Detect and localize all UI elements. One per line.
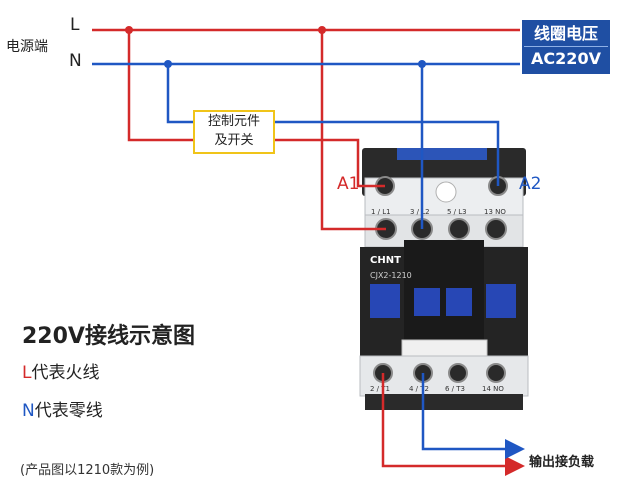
diagram-title: 220V接线示意图	[22, 324, 195, 349]
live-to-l1	[320, 30, 386, 231]
live-wires	[92, 28, 525, 476]
terminal-label-t3: 6 / T3	[445, 385, 465, 393]
terminal-label-14no: 14 NO	[482, 385, 504, 393]
legend-live-key: L	[22, 363, 32, 383]
terminal-label-l2: 3 / L2	[410, 208, 430, 216]
neutral-to-control	[166, 64, 193, 124]
contactor-brand: CHNT	[370, 255, 401, 266]
terminal-labels-bottom: 2 / T1 4 / T2 6 / T3 14 NO	[370, 385, 504, 393]
control-to-a2	[275, 120, 500, 186]
terminal-labels-top: 1 / L1 3 / L2 5 / L3 13 NO	[371, 208, 506, 216]
control-element-line1: 控制元件	[207, 114, 260, 129]
output-load-label: 输出接负载	[529, 455, 595, 470]
control-element-line2: 及开关	[214, 133, 254, 148]
legend-neutral: N代表零线	[22, 396, 103, 421]
coil-voltage-title: 线圈电压	[533, 24, 598, 43]
legend-neutral-text: 代表零线	[34, 401, 103, 421]
coil-voltage-box: 线圈电压 AC220V	[522, 20, 610, 74]
live-to-control	[127, 30, 193, 142]
terminal-label-t2: 4 / T2	[409, 385, 429, 393]
terminal-label-13no: 13 NO	[484, 208, 506, 216]
neutral-line-label: N	[69, 51, 82, 71]
legend-neutral-key: N	[22, 401, 35, 421]
legend-live: L代表火线	[22, 358, 99, 383]
t2-to-output	[421, 373, 525, 459]
control-element-box: 控制元件 及开关	[193, 110, 275, 154]
contactor-model: CJX2-1210	[370, 271, 412, 280]
terminal-label-l1: 1 / L1	[371, 208, 391, 216]
legend-live-text: 代表火线	[31, 363, 100, 383]
coil-terminal-a2: A2	[519, 174, 542, 194]
terminal-label-l3: 5 / L3	[447, 208, 467, 216]
contactor-body	[359, 148, 529, 410]
neutral-wires	[92, 62, 525, 459]
coil-terminal-a1: A1	[337, 174, 360, 194]
product-note: (产品图以1210款为例)	[20, 463, 155, 478]
t1-to-output	[381, 373, 525, 476]
coil-voltage-value: AC220V	[524, 46, 608, 71]
terminal-label-t1: 2 / T1	[370, 385, 390, 393]
live-line-label: L	[70, 15, 80, 35]
control-to-a1	[275, 138, 385, 188]
power-source-label: 电源端	[6, 39, 48, 55]
wire-junctions	[125, 26, 426, 68]
